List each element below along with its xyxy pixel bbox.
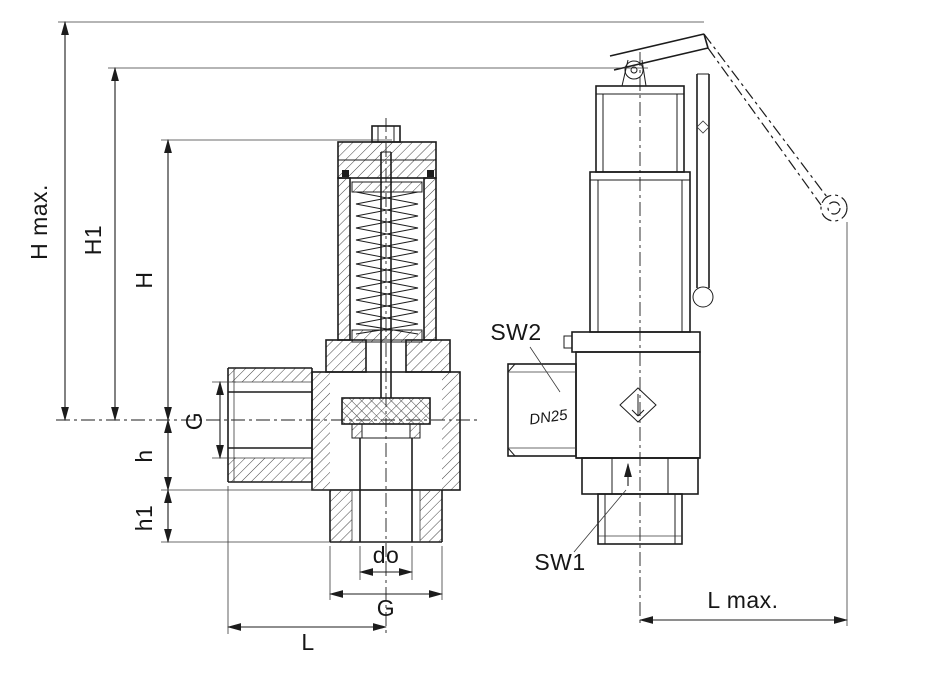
seat-lip-left xyxy=(351,423,363,439)
label-sw1: SW1 xyxy=(534,549,585,575)
right-hex-nut xyxy=(576,457,700,495)
label-h1: H1 xyxy=(80,225,106,255)
right-outlet-thread xyxy=(597,493,683,545)
sw1-leader xyxy=(573,489,627,553)
right-inlet-hex xyxy=(507,363,577,457)
right-valve-view xyxy=(507,33,848,545)
lever-handle xyxy=(609,33,709,71)
callouts: SW2 SW1 DN25 xyxy=(490,319,627,575)
seat-lip-right xyxy=(409,423,421,439)
dim-l: L xyxy=(226,486,388,655)
label-g-inlet: G xyxy=(181,412,207,430)
bonnet-hex xyxy=(325,339,451,373)
label-sw2: SW2 xyxy=(490,319,541,345)
label-h: H xyxy=(131,271,157,288)
sw2-leader xyxy=(529,346,561,393)
dim-g-inlet: G xyxy=(181,380,236,460)
label-dn25: DN25 xyxy=(528,406,569,428)
outlet-spigot xyxy=(329,490,443,543)
label-h-lower: h xyxy=(131,449,157,462)
lever-pivot xyxy=(621,59,647,87)
brand-logo-diamond xyxy=(619,387,657,423)
label-h1-lower: h1 xyxy=(131,505,157,532)
label-h-max: H max. xyxy=(26,184,52,260)
dim-h-lower: h xyxy=(131,418,330,492)
left-valve-section xyxy=(227,125,461,543)
outlet-bore xyxy=(359,437,413,542)
lever-arm-phantom xyxy=(703,33,848,222)
pull-rod-ring xyxy=(692,286,714,308)
rod-logo-diamond xyxy=(696,120,710,134)
spring-plate-top xyxy=(351,181,423,193)
seal-ring-right xyxy=(427,170,434,177)
spring-plate-bottom xyxy=(351,329,423,343)
label-do: do xyxy=(373,542,400,568)
dim-h: H xyxy=(131,138,392,422)
right-mid-flange xyxy=(571,331,701,353)
dim-h1: H1 xyxy=(80,66,648,422)
valve-stem xyxy=(380,151,392,398)
dimension-lines: H max. H1 H G h h1 xyxy=(26,20,849,655)
label-g-outlet: G xyxy=(377,595,395,621)
seal-ring-left xyxy=(342,170,349,177)
dim-do: do xyxy=(358,542,414,580)
dim-g-outlet: G xyxy=(328,546,444,621)
dim-l-max: L max. xyxy=(638,222,849,626)
label-l: L xyxy=(301,629,314,655)
inlet-port xyxy=(227,367,313,483)
flange-tab xyxy=(563,335,573,349)
dim-h1-lower: h1 xyxy=(131,488,330,544)
dim-h-max: H max. xyxy=(26,20,704,422)
spring-coil xyxy=(355,191,419,335)
valve-disc xyxy=(341,397,431,439)
label-l-max: L max. xyxy=(707,587,778,613)
lever-ring xyxy=(820,194,848,222)
pull-rod xyxy=(692,73,714,308)
